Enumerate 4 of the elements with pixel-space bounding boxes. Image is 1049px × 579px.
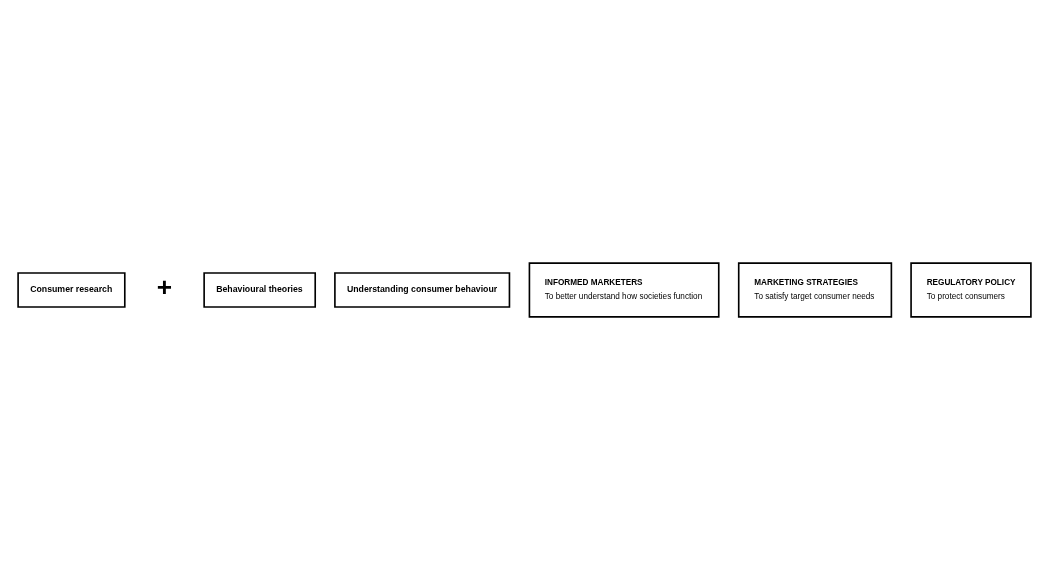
label: + xyxy=(156,271,173,302)
node-box: Behavioural theories xyxy=(203,271,317,308)
node-box: Consumer research xyxy=(17,271,126,308)
node-box: Understanding consumer behaviour xyxy=(334,271,511,308)
